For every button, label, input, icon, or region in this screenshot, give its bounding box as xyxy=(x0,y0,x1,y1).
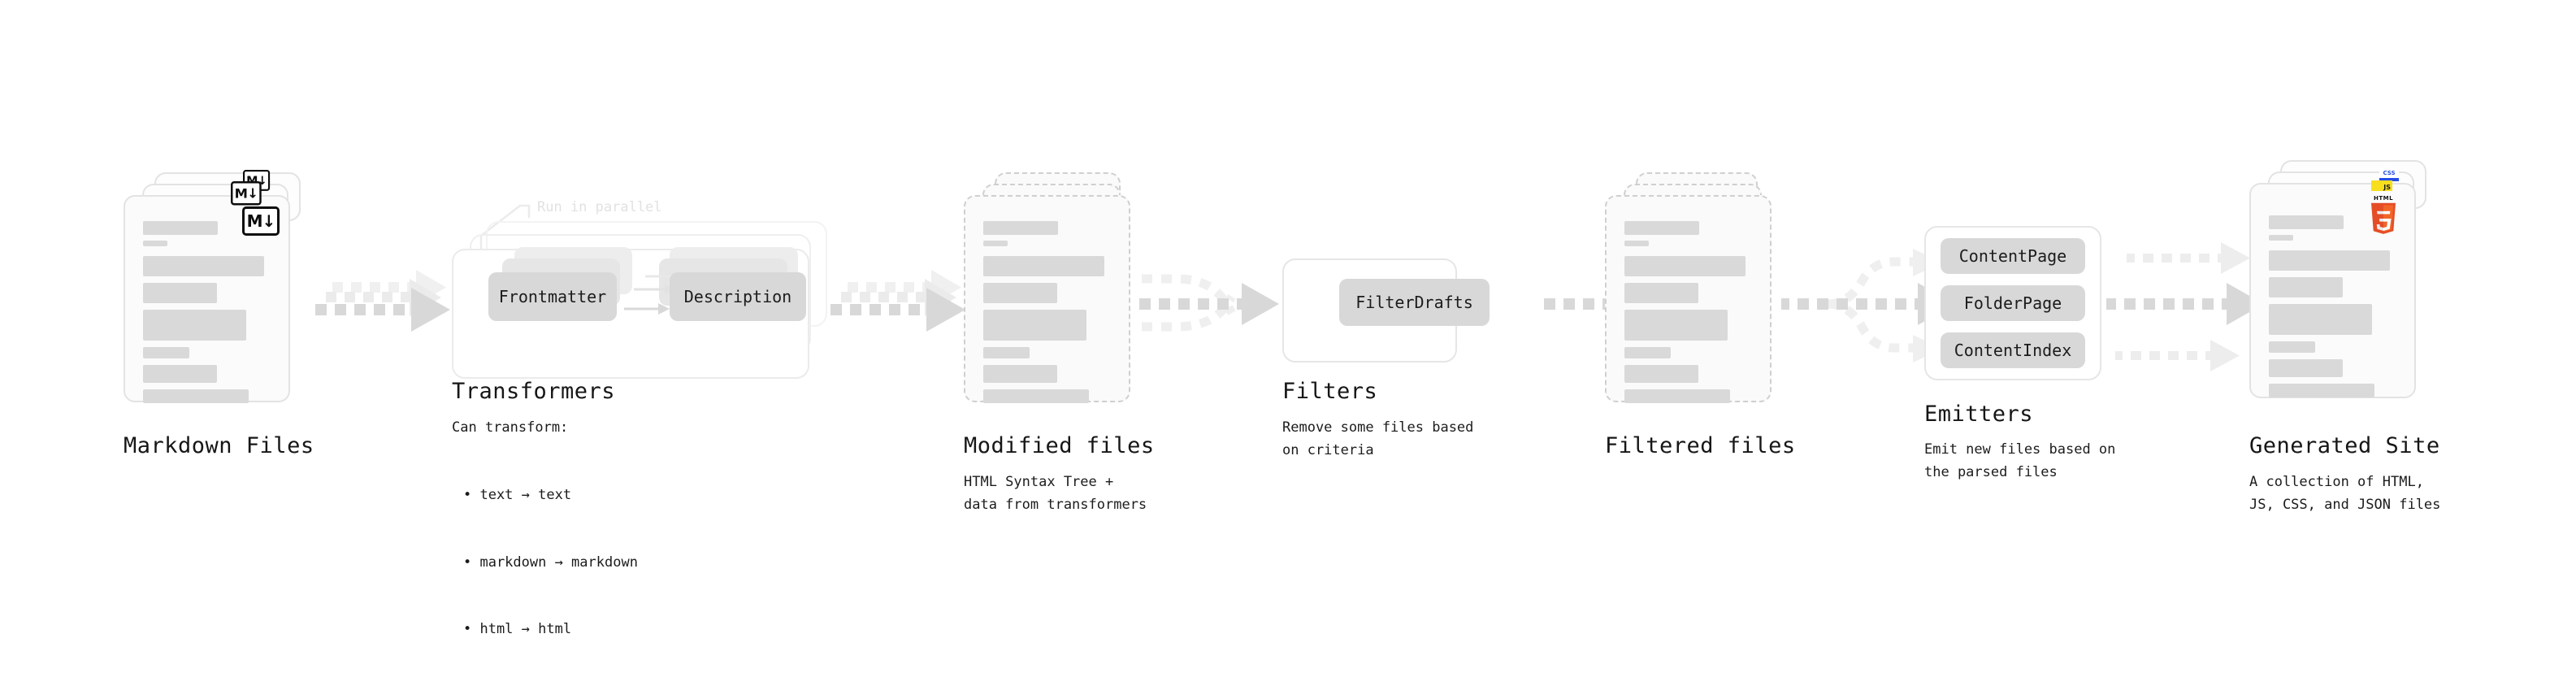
js-badge: JS xyxy=(2371,180,2392,191)
filter-chip-label: FilterDrafts xyxy=(1355,293,1473,312)
filter-chip-filterdrafts[interactable]: FilterDrafts xyxy=(1339,279,1490,326)
content-bar xyxy=(143,241,168,246)
content-bar xyxy=(1624,241,1650,246)
emitter-chip-label: FolderPage xyxy=(1963,293,2062,313)
transformers-subtitle: Can transform: xyxy=(452,419,569,436)
content-bar xyxy=(143,221,219,235)
content-bar xyxy=(2269,384,2375,397)
transformers-bullet-item: • text → text xyxy=(463,487,572,504)
markdown-files-stack: M↓ M↓ M↓ xyxy=(124,170,310,424)
content-bar xyxy=(143,347,190,358)
transformer-chip-label: Frontmatter xyxy=(498,287,607,306)
content-bar xyxy=(1624,365,1698,383)
emitter-chip-contentindex[interactable]: ContentIndex xyxy=(1941,332,2085,368)
content-bar xyxy=(983,241,1008,246)
content-bar xyxy=(143,389,249,403)
modified-files-subtitle: HTML Syntax Tree + data from transformer… xyxy=(964,474,1147,513)
content-bar xyxy=(1624,347,1672,358)
file-content-lines xyxy=(1624,221,1754,403)
arrow-emitters-to-site xyxy=(2106,242,2264,371)
content-bar xyxy=(1624,389,1731,403)
content-bar xyxy=(2269,235,2294,241)
stage-title-modified-files: Modified files xyxy=(964,433,1155,458)
content-bar xyxy=(2269,215,2344,229)
content-bar xyxy=(1624,310,1728,341)
stage-title-filtered-files: Filtered files xyxy=(1605,433,1796,458)
arrow-modified-to-filters xyxy=(1139,274,1279,332)
stage-title-generated-site: Generated Site xyxy=(2249,433,2440,458)
html5-badge-wordmark: HTML xyxy=(2373,195,2394,202)
css-badge: CSS xyxy=(2379,167,2399,181)
js-badge-label: JS xyxy=(2383,184,2391,191)
transformers-bullet-item: • markdown → markdown xyxy=(463,554,638,571)
file-content-lines xyxy=(143,221,272,403)
filters-subtitle: Remove some files based on criteria xyxy=(1282,419,1474,458)
file-content-lines xyxy=(983,221,1112,403)
file-sheet-front xyxy=(2249,183,2416,398)
content-bar xyxy=(143,310,247,341)
content-bar xyxy=(983,389,1090,403)
transformer-chip-frontmatter[interactable]: Frontmatter xyxy=(488,272,617,321)
generated-site-subtitle: A collection of HTML, JS, CSS, and JSON … xyxy=(2249,474,2441,513)
markdown-badge-back-1: M↓ xyxy=(231,181,262,206)
stage-title-transformers: Transformers xyxy=(452,379,616,404)
transformers-bullet-item: • html → html xyxy=(463,621,572,638)
content-bar xyxy=(2269,250,2391,271)
css-badge-label: CSS xyxy=(2383,169,2396,176)
filtered-files-stack xyxy=(1605,172,1792,424)
emitter-chip-label: ContentPage xyxy=(1958,246,2067,266)
content-bar xyxy=(2269,304,2373,335)
file-sheet-front xyxy=(964,195,1130,403)
content-bar xyxy=(143,256,265,276)
markdown-badge: M↓ xyxy=(242,206,280,236)
generated-site-stack: CSS JS HTML xyxy=(2249,160,2444,420)
html5-shield-icon xyxy=(2370,202,2396,234)
stage-title-emitters: Emitters xyxy=(1924,402,2034,427)
emitter-chip-folderpage[interactable]: FolderPage xyxy=(1941,285,2085,321)
transformers-bullets: • text → text • markdown → markdown • ht… xyxy=(463,440,638,686)
file-sheet-front xyxy=(1605,195,1772,403)
transformers-group: Frontmatter Description xyxy=(452,221,827,379)
emitter-chip-label: ContentIndex xyxy=(1954,341,2072,360)
content-bar xyxy=(143,283,217,303)
file-content-lines xyxy=(2269,215,2398,397)
run-in-parallel-label: Run in parallel xyxy=(537,199,662,215)
emitters-subtitle: Emit new files based on the parsed files xyxy=(1924,441,2116,480)
arrow-markdown-to-transformers xyxy=(315,270,450,332)
stage-title-filters: Filters xyxy=(1282,379,1378,404)
content-bar xyxy=(983,221,1059,235)
content-bar xyxy=(983,347,1030,358)
content-bar xyxy=(983,256,1105,276)
content-bar xyxy=(2269,277,2343,297)
content-bar xyxy=(1624,256,1746,276)
content-bar xyxy=(983,283,1057,303)
stage-title-markdown-files: Markdown Files xyxy=(124,433,314,458)
content-bar xyxy=(143,365,217,383)
content-bar xyxy=(1624,221,1700,235)
content-bar xyxy=(983,365,1057,383)
transformer-chip-description[interactable]: Description xyxy=(670,272,806,321)
content-bar xyxy=(2269,341,2316,353)
arrow-transformers-to-modified xyxy=(830,270,965,332)
content-bar xyxy=(983,310,1087,341)
transformer-chip-label: Description xyxy=(683,287,792,306)
html5-badge: HTML xyxy=(2370,195,2397,235)
content-bar xyxy=(1624,283,1698,303)
content-bar xyxy=(2269,359,2343,377)
emitter-chip-contentpage[interactable]: ContentPage xyxy=(1941,238,2085,274)
modified-files-stack xyxy=(964,172,1151,424)
